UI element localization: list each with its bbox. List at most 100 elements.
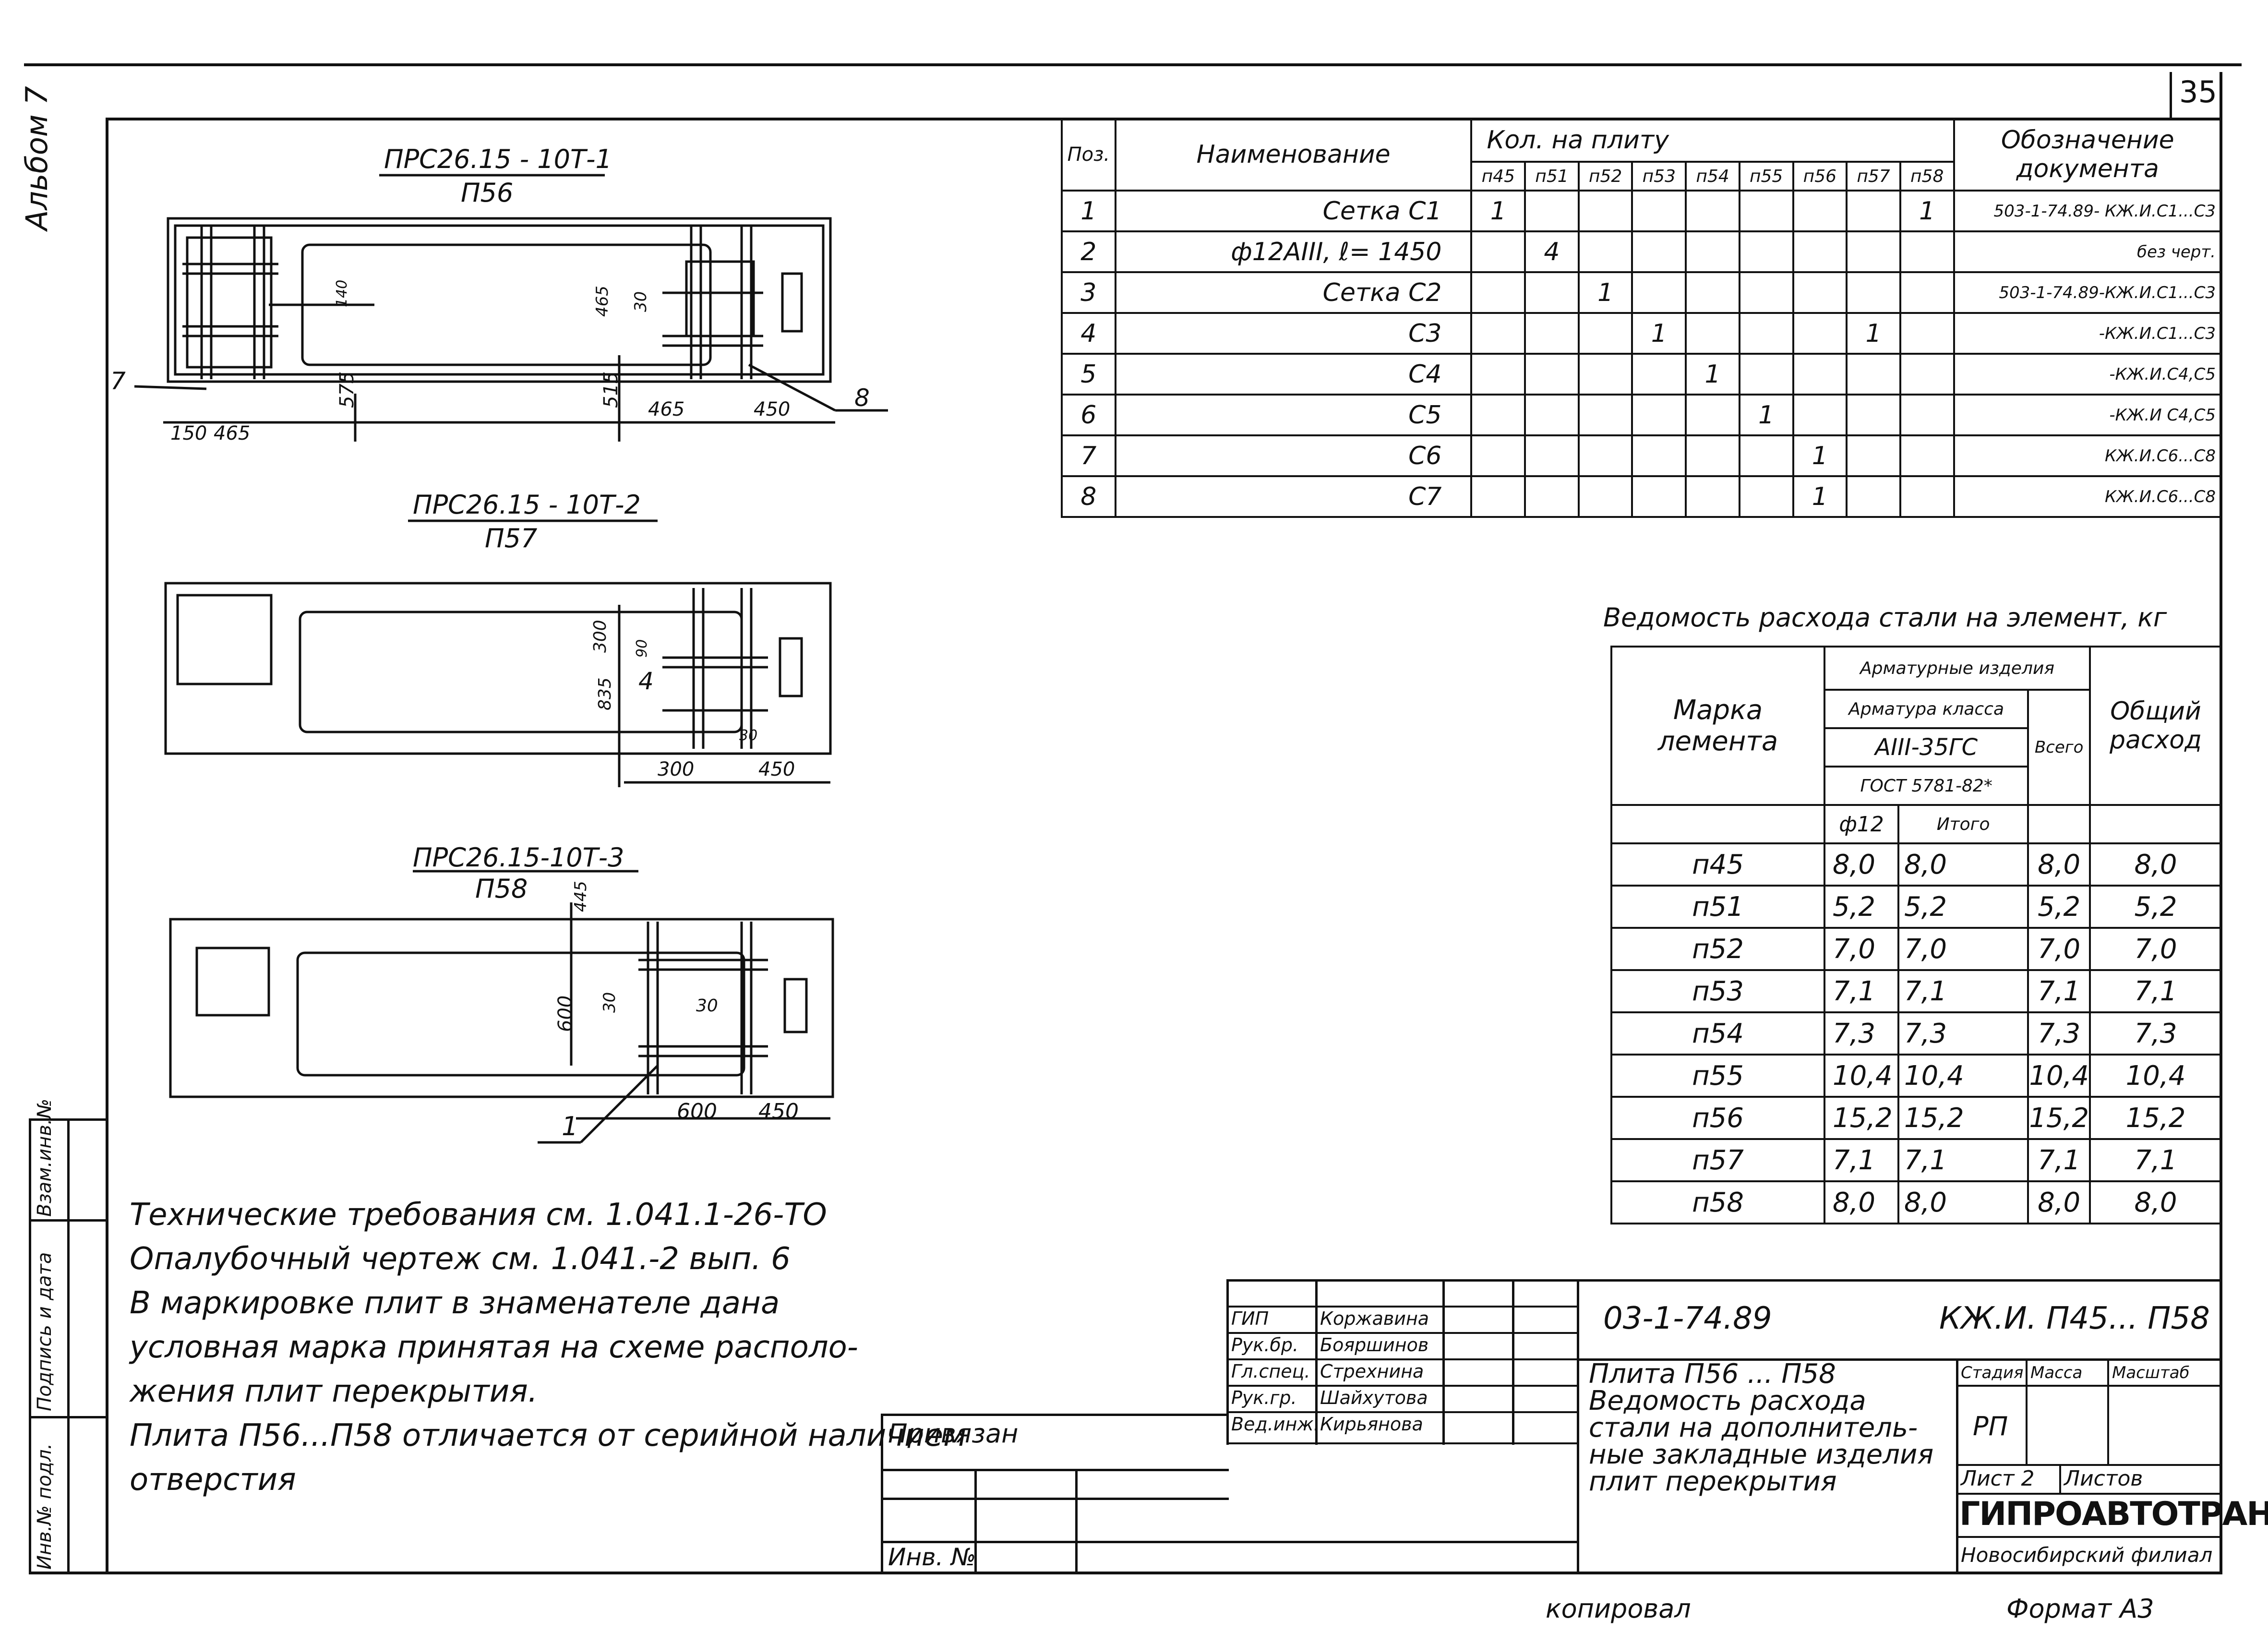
side-stamp-div2 [29,1416,108,1418]
spec-qty: 1 [1685,353,1740,396]
steel-subtotal: 8,0 [1897,1180,2029,1224]
spec-doc: -КЖ.И С4,С5 [1953,394,2223,436]
steel-total: 7,3 [2027,1011,2091,1056]
dim-label: 30 [600,992,619,1013]
overall-header: Общий расход [2089,646,2222,806]
dim-label: 450 [758,1099,799,1124]
total-header: Всего [2027,689,2091,806]
spec-qty [1685,394,1740,436]
spec-name: С5 [1114,394,1473,436]
scale-label: Масштаб [2112,1363,2190,1382]
spec-table: Поз. Наименование Кол. на плиту Обозначе… [1061,118,2223,518]
spec-qty [1524,271,1580,314]
tb-bound-c1 [974,1469,977,1572]
sheets-label: Листов [2064,1466,2143,1491]
steel-d12: 7,3 [1824,1011,1899,1056]
callout-label: 1 [562,1111,578,1141]
tb-code-bottom [1577,1358,2222,1361]
side-stamp-top [29,1118,108,1121]
tb-staff-v1 [1315,1279,1318,1445]
spec-qty [1685,271,1740,314]
spec-qty [1792,353,1848,396]
spec-qty [1685,190,1740,232]
tb-staff-h2 [1226,1332,1579,1334]
steel-mark: п56 [1610,1096,1825,1140]
tb-bound-row3 [881,1541,1577,1543]
callout-label: 8 [854,384,870,412]
tb-left [1226,1279,1229,1445]
frame-bottom [29,1572,2222,1574]
spec-pos: 7 [1061,434,1116,477]
staff-role: ГИП [1231,1308,1269,1329]
spec-qty [1846,230,1901,273]
tb-staff-h5 [1226,1411,1579,1413]
spec-doc: КЖ.И.С6...С8 [1953,434,2223,477]
frame-left [106,118,108,1574]
subtotal-header: Итого [1897,804,2029,844]
staff-role: Гл.спец. [1231,1361,1310,1382]
tb-staff-v3 [1512,1279,1514,1445]
tb-stage-h3 [1956,1493,2222,1495]
spec-name: С4 [1114,353,1473,396]
steel-mark: п53 [1610,969,1825,1013]
tb-top [1226,1279,2222,1282]
dim-label: 450 [758,758,795,780]
spec-qty [1577,312,1633,355]
doc-code: 03-1-74.89 [1603,1301,1772,1336]
spec-qty [1577,353,1633,396]
spec-name: Сетка С2 [1114,271,1473,314]
staff-name: Шайхутова [1320,1387,1428,1408]
steel-table-caption: Ведомость расхода стали на элемент, кг [1603,602,2167,633]
plate-col-header: п56 [1792,161,1848,192]
spec-doc: -КЖ.И.С4,С5 [1953,353,2223,396]
mass-label: Масса [2030,1363,2083,1382]
spec-doc: 503-1-74.89-КЖ.И.С1...С3 [1953,271,2223,314]
drawing-1-subtitle: П56 [461,178,514,208]
spec-pos: 3 [1061,271,1116,314]
description-line: стали на дополнитель- [1589,1412,1918,1443]
spec-qty [1738,230,1794,273]
dim-label: 600 [677,1099,717,1124]
plate-col-header: п45 [1470,161,1526,192]
tb-bound-c2 [1075,1469,1078,1572]
side-stamp-mid [67,1118,70,1574]
note-line: Технические требования см. 1.041.1-26-ТО [130,1197,827,1233]
spec-qty [1899,353,1955,396]
steel-d12: 10,4 [1824,1054,1899,1098]
steel-subtotal: 7,1 [1897,969,2029,1013]
tb-stage-v2 [2107,1358,2109,1464]
spec-qty [1899,230,1955,273]
spec-qty [1899,271,1955,314]
tb-stage-h4 [1956,1536,2222,1538]
copied-label: копировал [1546,1594,1691,1624]
inv-label: Инв. № [888,1543,976,1571]
steel-subtotal: 7,3 [1897,1011,2029,1056]
spec-qty: 1 [1846,312,1901,355]
sheet-number: 35 [2179,74,2217,109]
spec-qty: 1 [1577,271,1633,314]
technical-notes: Технические требования см. 1.041.1-26-ТО… [130,1193,966,1502]
spec-qty [1470,353,1526,396]
gost-header: ГОСТ 5781-82* [1823,766,2029,806]
spec-qty [1524,312,1580,355]
spec-qty: 4 [1524,230,1580,273]
steel-mark: п57 [1610,1138,1825,1182]
spec-qty: 1 [1792,475,1848,518]
col-pos-header: Поз. [1061,118,1116,192]
bound-label: Привязан [888,1418,1019,1449]
note-line: жения плит перекрытия. [130,1374,538,1409]
steel-mark: п45 [1610,842,1825,887]
spec-qty [1524,190,1580,232]
steel-overall: 7,3 [2089,1011,2222,1056]
